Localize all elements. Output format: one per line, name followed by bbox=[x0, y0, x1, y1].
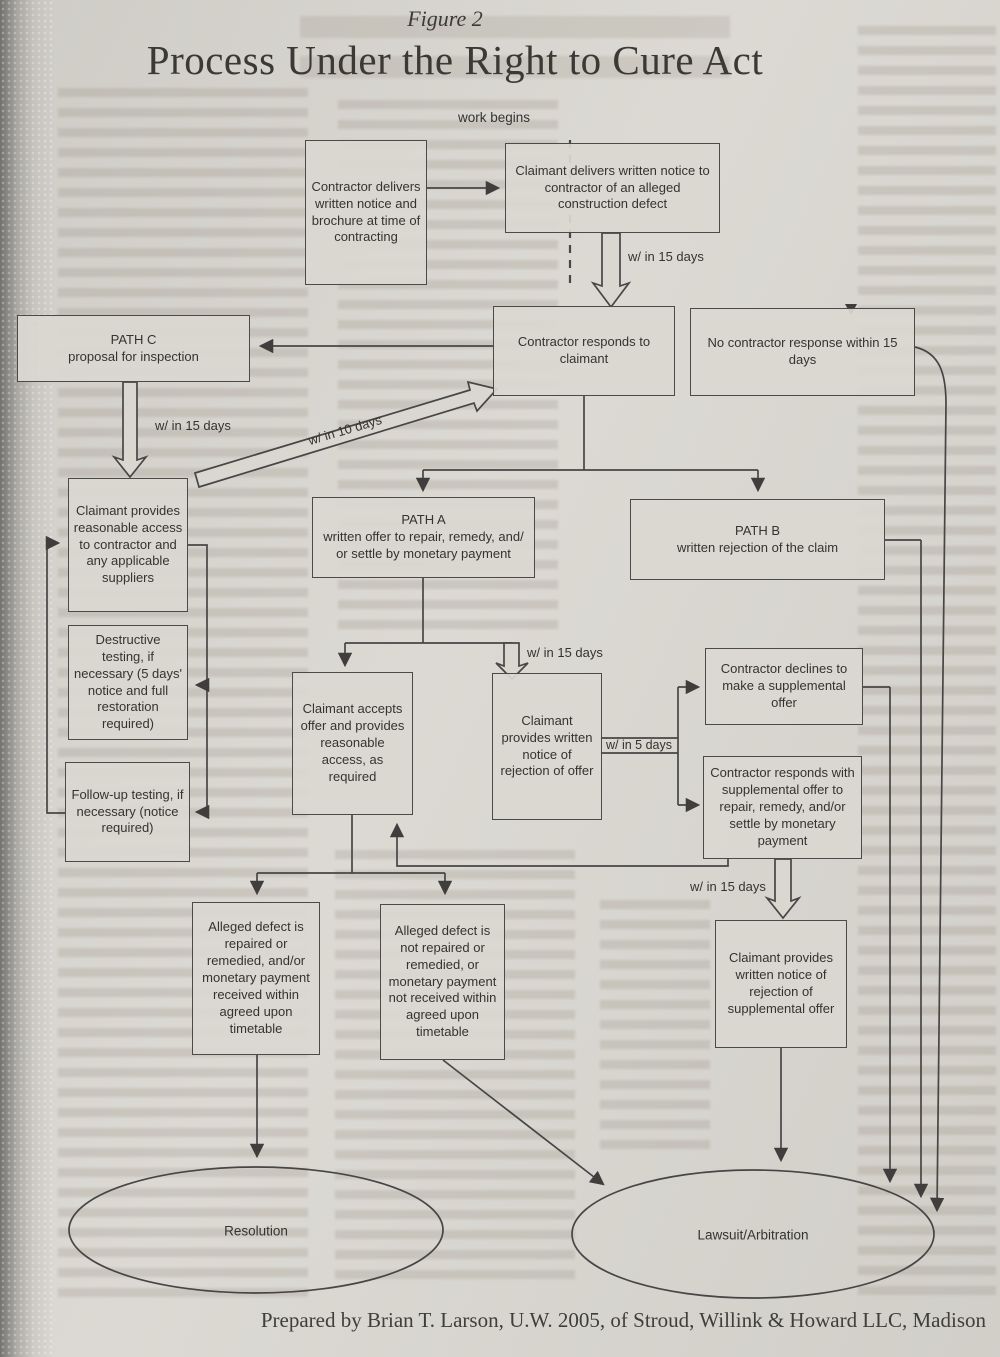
resolution-label: Resolution bbox=[224, 1223, 288, 1239]
resolution-ellipse bbox=[68, 1166, 444, 1294]
edge-testing-loop bbox=[45, 535, 65, 814]
node-path-a: PATH A written offer to repair, remedy, … bbox=[312, 497, 535, 578]
lawsuit-label: Lawsuit/Arbitration bbox=[697, 1227, 809, 1243]
edge-label-within15-claimant: w/ in 15 days bbox=[628, 249, 704, 264]
edge-noresponse-drop bbox=[914, 346, 947, 1213]
attribution-footer: Prepared by Brian T. Larson, U.W. 2005, … bbox=[260, 1308, 986, 1332]
hollow-arrow-patha-right-down bbox=[495, 642, 529, 681]
page-title: Process Under the Right to Cure Act bbox=[146, 37, 764, 83]
node-path-b: PATH B written rejection of the claim bbox=[630, 499, 885, 580]
node-defect-not-repaired: Alleged defect is not repaired or remedi… bbox=[380, 904, 505, 1060]
node-claimant-accepts: Claimant accepts offer and provides reas… bbox=[292, 672, 413, 815]
node-follow-up-testing: Follow-up testing, if necessary (notice … bbox=[65, 762, 190, 862]
hollow-arrow-within10days-diagonal bbox=[193, 380, 499, 489]
node-rejection-of-supplemental: Claimant provides written notice of reje… bbox=[715, 920, 847, 1048]
bleed-noise-mid-right bbox=[600, 900, 710, 1160]
node-no-contractor-response: No contractor response within 15 days bbox=[690, 308, 915, 396]
node-claimant-delivers: Claimant delivers written notice to cont… bbox=[505, 143, 720, 233]
hollow-arrow-supplemental-down bbox=[764, 858, 802, 920]
bleed-noise-right-column bbox=[858, 26, 996, 1296]
edge-label-within15-patha: w/ in 15 days bbox=[527, 645, 603, 660]
edge-label-within5: w/ in 5 days bbox=[605, 738, 673, 752]
node-defect-repaired: Alleged defect is repaired or remedied, … bbox=[192, 902, 320, 1055]
node-contractor-delivers: Contractor delivers written notice and b… bbox=[305, 140, 427, 285]
node-rejection-of-offer: Claimant provides written notice of reje… bbox=[492, 673, 602, 820]
node-contractor-declines: Contractor declines to make a supplement… bbox=[705, 648, 863, 725]
node-claimant-access: Claimant provides reasonable access to c… bbox=[68, 478, 188, 612]
hollow-arrow-pathc-down bbox=[111, 381, 149, 479]
work-begins-label: work begins bbox=[458, 110, 531, 125]
edge-notrepaired-to-lawsuit bbox=[442, 1059, 605, 1186]
node-destructive-testing: Destructive testing, if necessary (5 day… bbox=[68, 625, 188, 740]
edge-supplemental-feedback bbox=[389, 822, 729, 867]
hollow-arrow-claimant-to-responds bbox=[590, 232, 632, 309]
edge-label-within15-supplemental: w/ in 15 days bbox=[690, 879, 766, 894]
node-path-c: PATH C proposal for inspection bbox=[17, 315, 250, 382]
node-contractor-responds: Contractor responds to claimant bbox=[493, 306, 675, 396]
edge-label-within15-pathc: w/ in 15 days bbox=[155, 418, 231, 433]
scanner-edge-shadow bbox=[0, 0, 54, 1357]
node-supplemental-offer: Contractor responds with supplemental of… bbox=[703, 756, 862, 859]
lawsuit-ellipse bbox=[571, 1169, 935, 1299]
bleed-noise-top-center bbox=[300, 16, 730, 94]
figure-label: Figure 2 bbox=[407, 6, 483, 31]
